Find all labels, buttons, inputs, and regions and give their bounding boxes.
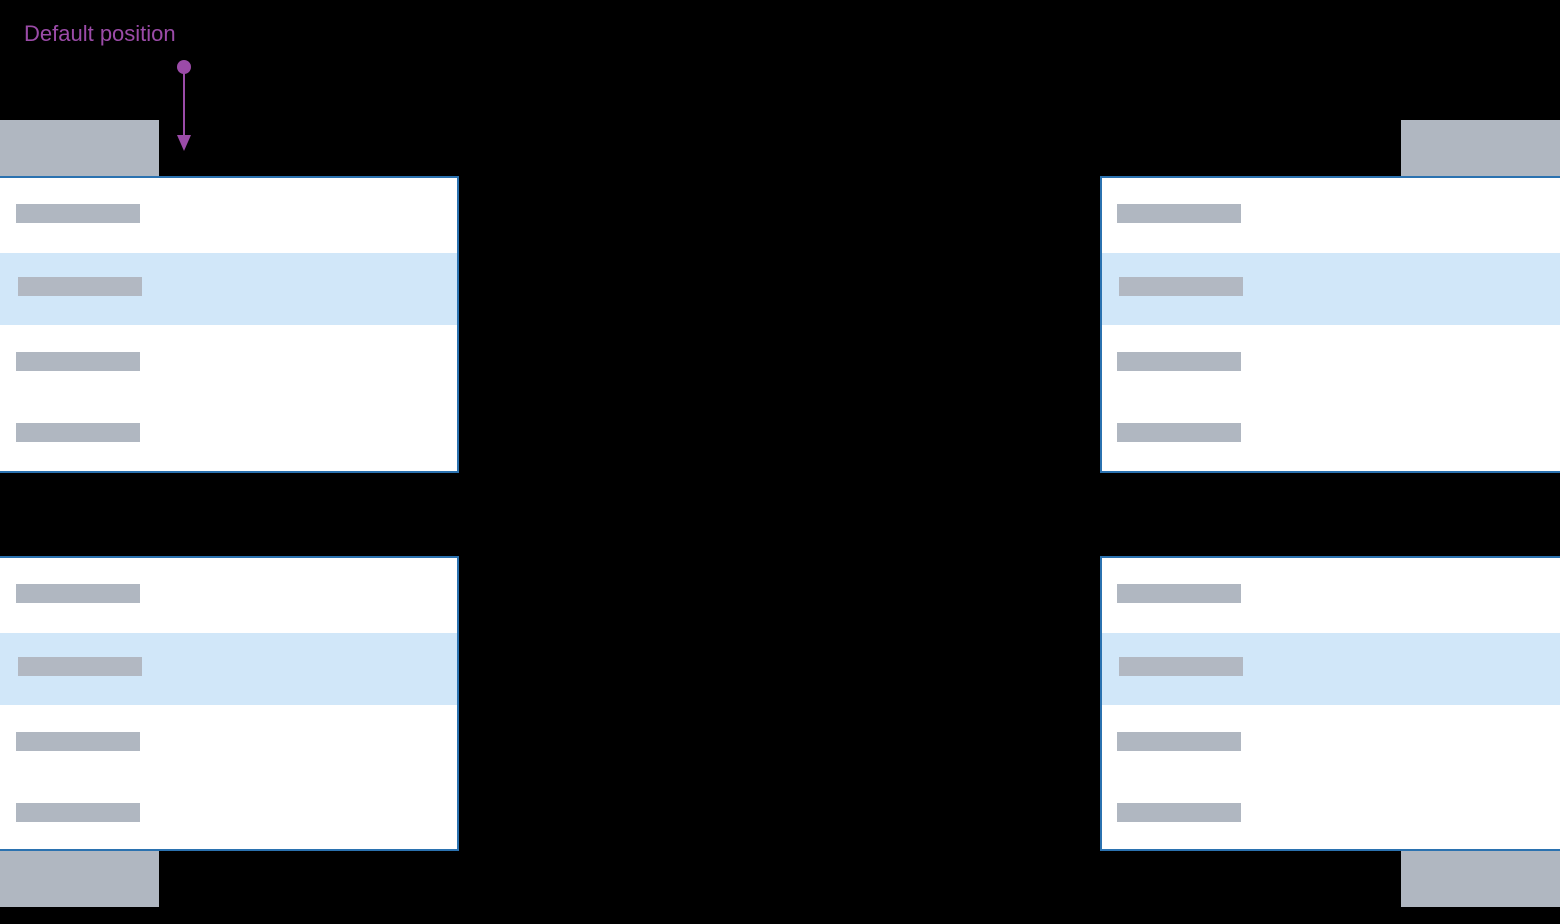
list-item[interactable] [1102,325,1560,399]
list-item[interactable] [0,633,457,705]
list-item-label-placeholder [16,803,140,822]
list-item[interactable] [0,178,457,253]
list-item[interactable] [1102,253,1560,325]
annotation-label-default-position: Default position [24,21,176,46]
arrow-down-icon [160,55,208,159]
list-panel-top-left[interactable] [0,176,459,473]
list-item-label-placeholder [16,732,140,751]
list-item-label-placeholder [1117,423,1241,442]
list-panel-bottom-left[interactable] [0,556,459,851]
background-block-top-left [0,120,159,177]
list-item-label-placeholder [16,584,140,603]
list-item-label-placeholder [1117,204,1241,223]
list-panel-bottom-right[interactable] [1100,556,1560,851]
list-item[interactable] [0,325,457,399]
list-item[interactable] [0,705,457,779]
list-item[interactable] [1102,558,1560,633]
list-item[interactable] [0,399,457,471]
list-item[interactable] [1102,779,1560,849]
background-block-top-right [1401,120,1560,177]
list-item-label-placeholder [1117,584,1241,603]
list-item-label-placeholder [1117,352,1241,371]
list-item-label-placeholder [1119,277,1243,296]
list-panel-top-right[interactable] [1100,176,1560,473]
background-block-bottom-left [0,851,159,907]
list-item[interactable] [1102,705,1560,779]
list-item-label-placeholder [1117,803,1241,822]
list-item-label-placeholder [18,277,142,296]
list-item[interactable] [1102,399,1560,471]
list-item[interactable] [1102,633,1560,705]
list-item[interactable] [0,779,457,849]
list-item[interactable] [0,558,457,633]
list-item-label-placeholder [16,423,140,442]
list-item-label-placeholder [1119,657,1243,676]
list-item-label-placeholder [18,657,142,676]
list-item-label-placeholder [16,352,140,371]
list-item-label-placeholder [1117,732,1241,751]
list-item[interactable] [1102,178,1560,253]
list-item-label-placeholder [16,204,140,223]
list-item[interactable] [0,253,457,325]
background-block-bottom-right [1401,851,1560,907]
